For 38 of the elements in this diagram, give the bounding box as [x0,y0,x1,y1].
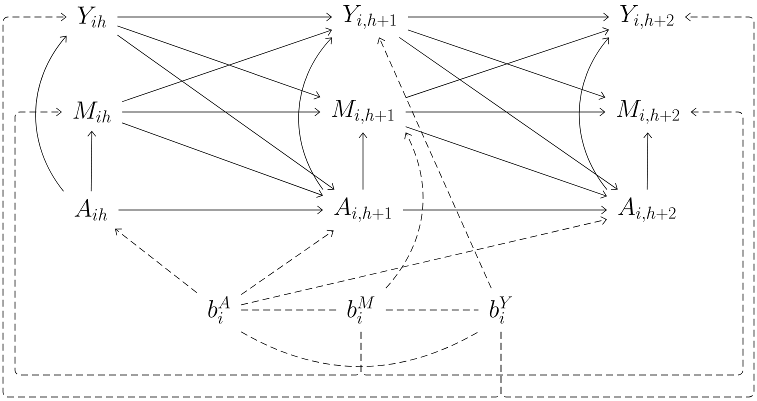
dashed-line [240,331,479,367]
variable-label: $M_{ih}$ [73,102,111,123]
dashed-arrow [500,12,754,398]
arrow [87,130,96,192]
variable-label: $Y_{i,h+1}$ [343,4,396,30]
dashed-arrow [240,230,334,295]
variable-label: $b_i^Y$ [490,296,512,324]
arrow [117,34,334,190]
variable-label: $M_{i,h+2}$ [616,100,680,124]
dashed-arrow [360,108,744,376]
arrow [408,12,610,22]
arrow [358,132,368,190]
variable-label: $Y_{ih}$ [78,6,106,28]
variable-label: $b_i^M$ [348,296,374,324]
variable-label: $Y_{i,h+2}$ [620,4,674,30]
arrow [402,206,607,214]
dashed-arrow [14,108,362,376]
dashed-arrow [2,12,502,398]
arrow [35,36,67,192]
dashed-arrow [386,132,424,288]
arrow [298,37,332,190]
variable-label: $A_{i,h+1}$ [334,197,391,222]
arrow [405,108,606,116]
arrow [122,108,320,116]
arrow [578,37,610,190]
dashed-arrow [377,37,492,288]
arrow [398,37,618,190]
variable-label: $A_{i,h+2}$ [618,197,676,222]
arrow [643,132,652,190]
variable-label: $b_i^A$ [208,296,230,324]
arrow [118,206,323,214]
dashed-arrow [114,228,198,294]
dashed-arrow [240,216,607,306]
arrow [122,122,323,198]
variable-label: $A_{ih}$ [74,198,108,221]
variable-label: $M_{i,h+1}$ [332,100,394,124]
arrow [117,12,332,22]
arrow [405,126,607,199]
